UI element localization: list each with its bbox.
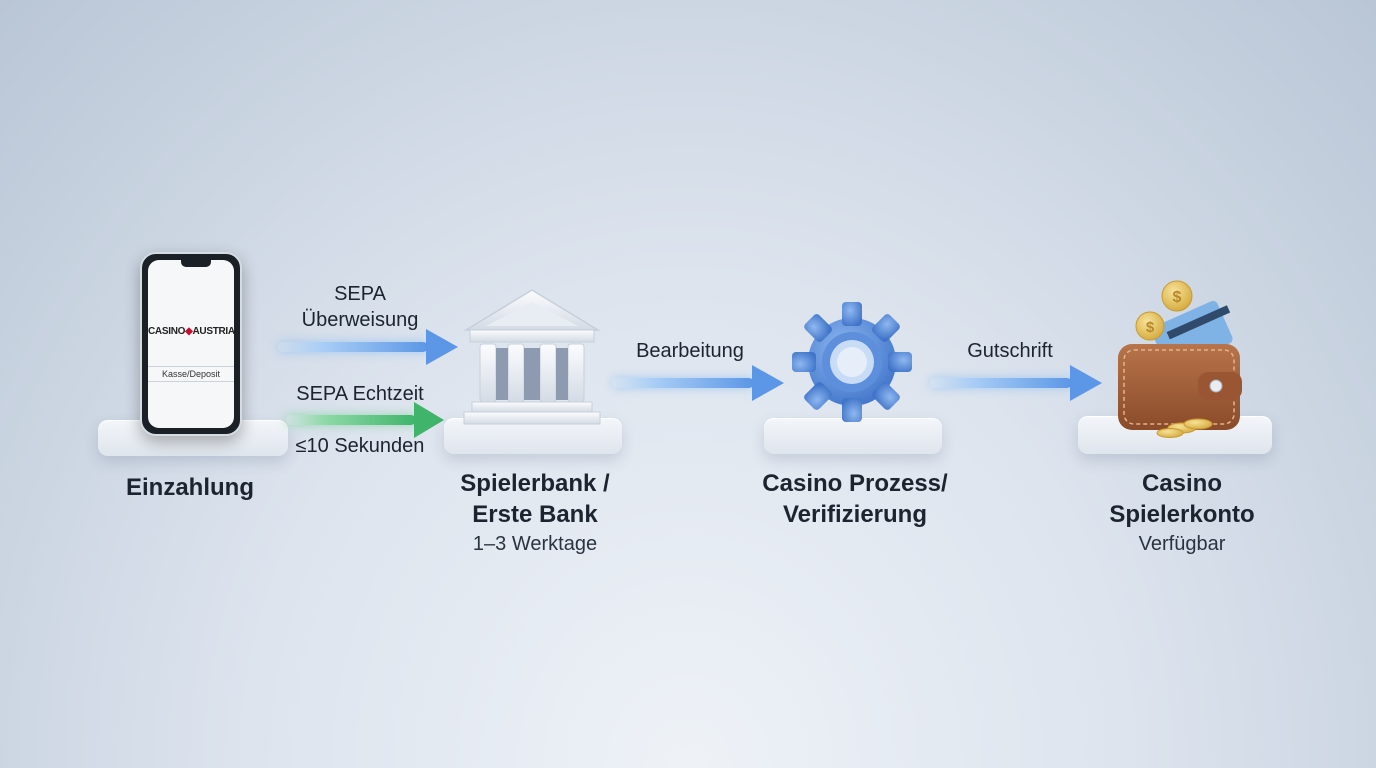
gear-icon	[792, 302, 912, 422]
credit-label: Gutschrift	[967, 340, 1053, 362]
sepa-transfer-arrowhead	[426, 329, 458, 365]
sepa-instant-arrow	[286, 415, 416, 425]
step-bank-duration: 1–3 Werktage	[472, 533, 598, 555]
bank-icon	[463, 289, 601, 425]
casino-austria-logo: CASINO◆AUSTRIA	[148, 326, 234, 337]
step-bank-title-line1: Spielerbank /	[460, 470, 610, 497]
sepa-instant-label: SEPA Echtzeit	[296, 383, 424, 405]
step-wallet-title: Casino Spielerkonto Verfügbar	[1066, 468, 1298, 558]
step-deposit-title: Einzahlung	[126, 474, 254, 501]
svg-text:$: $	[1146, 319, 1155, 336]
credit-arrowhead	[1070, 365, 1102, 401]
step-process-title: Casino Prozess/ Verifizierung	[740, 468, 970, 530]
step-bank-title-line2: Erste Bank	[472, 501, 598, 528]
sepa-instant-duration: ≤10 Sekunden	[295, 435, 425, 457]
phone-screen: CASINO◆AUSTRIA Kasse/Deposit	[148, 260, 234, 428]
sepa-transfer-arrow	[278, 342, 428, 352]
phone-screen-label: Kasse/Deposit	[148, 366, 234, 382]
smartphone-icon: CASINO◆AUSTRIA Kasse/Deposit	[140, 252, 242, 436]
brand-left: CASINO	[148, 326, 186, 337]
processing-arrowhead	[752, 365, 784, 401]
sepa-transfer-line1: SEPA	[334, 283, 386, 305]
step-process-title-line2: Verifizierung	[782, 501, 928, 528]
step-wallet-status: Verfügbar	[1138, 533, 1226, 555]
step-wallet-title-line2: Spielerkonto	[1109, 501, 1255, 528]
sepa-transfer-label: SEPA Überweisung	[270, 281, 450, 333]
processing-label: Bearbeitung	[636, 340, 744, 362]
step-wallet-title-line1: Casino	[1141, 470, 1222, 497]
processing-arrow	[612, 378, 754, 388]
sepa-transfer-line2: Überweisung	[301, 309, 419, 331]
credit-arrow	[930, 378, 1072, 388]
brand-right: AUSTRIA	[192, 326, 234, 337]
step-bank-title: Spielerbank / Erste Bank 1–3 Werktage	[420, 468, 650, 558]
pedestal-process	[764, 418, 942, 454]
svg-text:$: $	[1173, 289, 1182, 306]
step-process-title-line1: Casino Prozess/	[762, 470, 948, 497]
phone-notch	[181, 260, 211, 267]
wallet-icon: $ $	[1118, 280, 1242, 438]
sepa-instant-arrowhead	[414, 402, 444, 438]
